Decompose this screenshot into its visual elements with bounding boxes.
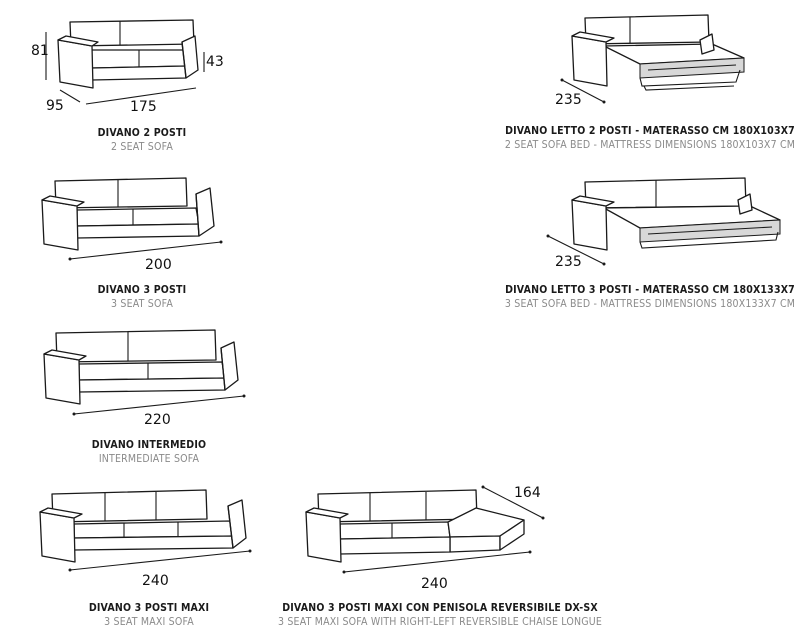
- dim-seat-height-label: 43: [206, 54, 224, 70]
- dim-chaise-width-label: 240: [421, 576, 448, 592]
- dim-height-label: 81: [31, 43, 49, 59]
- dim-width-label: 175: [130, 99, 157, 115]
- sofa-3-seat-subtitle: 3 SEAT SOFA: [111, 297, 173, 310]
- sofa-3-seat-title: DIVANO 3 POSTI: [97, 283, 187, 296]
- sofa-bed-3-subtitle: 3 SEAT SOFA BED - MATTRESS DIMENSIONS 18…: [504, 297, 796, 310]
- dim-chaise-depth-label: 164: [514, 485, 541, 501]
- sofa-intermediate-title: DIVANO INTERMEDIO: [91, 438, 207, 451]
- sofa-bed-3-title: DIVANO LETTO 3 POSTI - MATERASSO CM 180X…: [505, 283, 795, 296]
- sofa-2-seat-subtitle: 2 SEAT SOFA: [111, 140, 173, 153]
- dim-maxi-width-label: 240: [142, 573, 169, 589]
- dim-bed3-depth-label: 235: [555, 254, 582, 270]
- sofa-chaise-subtitle: 3 SEAT MAXI SOFA WITH RIGHT-LEFT REVERSI…: [277, 615, 603, 628]
- sofa-bed-2-title: DIVANO LETTO 2 POSTI - MATERASSO CM 180X…: [505, 124, 795, 137]
- sofa-maxi-title: DIVANO 3 POSTI MAXI: [88, 601, 210, 614]
- dim-intermediate-width-label: 220: [144, 412, 171, 428]
- sofa-2-seat-title: DIVANO 2 POSTI: [97, 126, 187, 139]
- sofa-chaise-title: DIVANO 3 POSTI MAXI CON PENISOLA REVERSI…: [282, 601, 598, 614]
- sofa-intermediate-subtitle: INTERMEDIATE SOFA: [98, 452, 200, 465]
- dim-depth-label: 95: [46, 98, 64, 114]
- sofa-maxi-subtitle: 3 SEAT MAXI SOFA: [104, 615, 194, 628]
- sofa-bed-2-subtitle: 2 SEAT SOFA BED - MATTRESS DIMENSIONS 18…: [504, 138, 796, 151]
- dim-3seat-width-label: 200: [145, 257, 172, 273]
- dim-bed2-depth-label: 235: [555, 92, 582, 108]
